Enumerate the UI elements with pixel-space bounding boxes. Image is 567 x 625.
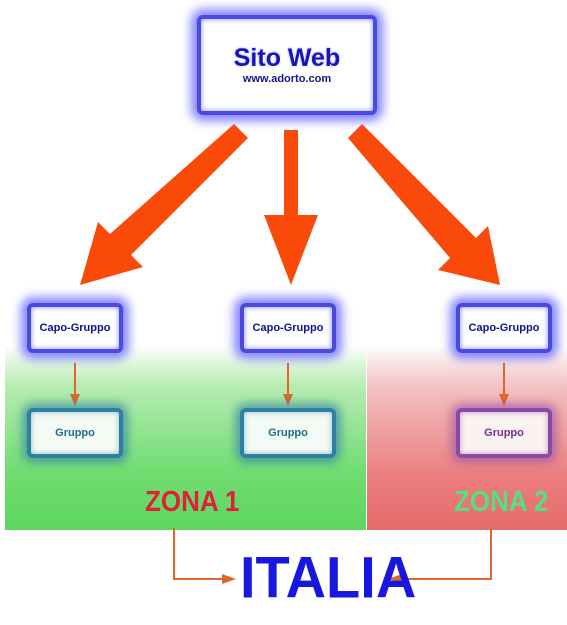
group-box-3: Gruppo xyxy=(456,408,552,458)
leader-box-3: Capo-Gruppo xyxy=(456,303,552,353)
arrow-leader-to-group-1 xyxy=(70,363,80,406)
group-box-2: Gruppo xyxy=(240,408,336,458)
group-label-1: Gruppo xyxy=(55,427,95,439)
group-box-1: Gruppo xyxy=(27,408,123,458)
leader-box-2: Capo-Gruppo xyxy=(240,303,336,353)
zone-1-label: ZONA 1 xyxy=(145,484,240,518)
leader-label-2: Capo-Gruppo xyxy=(252,322,324,334)
leader-box-1: Capo-Gruppo xyxy=(27,303,123,353)
site-title: Sito Web xyxy=(233,44,341,73)
arrow-site-to-group-2 xyxy=(264,130,318,285)
group-label-3: Gruppo xyxy=(484,427,524,439)
leader-label-1: Capo-Gruppo xyxy=(39,322,111,334)
arrow-leader-to-group-3 xyxy=(499,363,509,406)
site-box: Sito Web www.adorto.com xyxy=(197,15,377,115)
connector-zone-1-to-italia xyxy=(173,528,236,584)
arrow-leader-to-group-2 xyxy=(283,363,293,406)
arrow-site-to-group-1 xyxy=(80,124,248,285)
group-label-2: Gruppo xyxy=(268,427,308,439)
leader-label-3: Capo-Gruppo xyxy=(468,322,540,334)
connector-zone-2-to-italia xyxy=(388,528,492,584)
arrow-site-to-group-3 xyxy=(348,124,500,285)
zone-2-label: ZONA 2 xyxy=(454,484,549,518)
country-label: ITALIA xyxy=(240,543,417,610)
site-url: www.adorto.com xyxy=(242,72,332,85)
